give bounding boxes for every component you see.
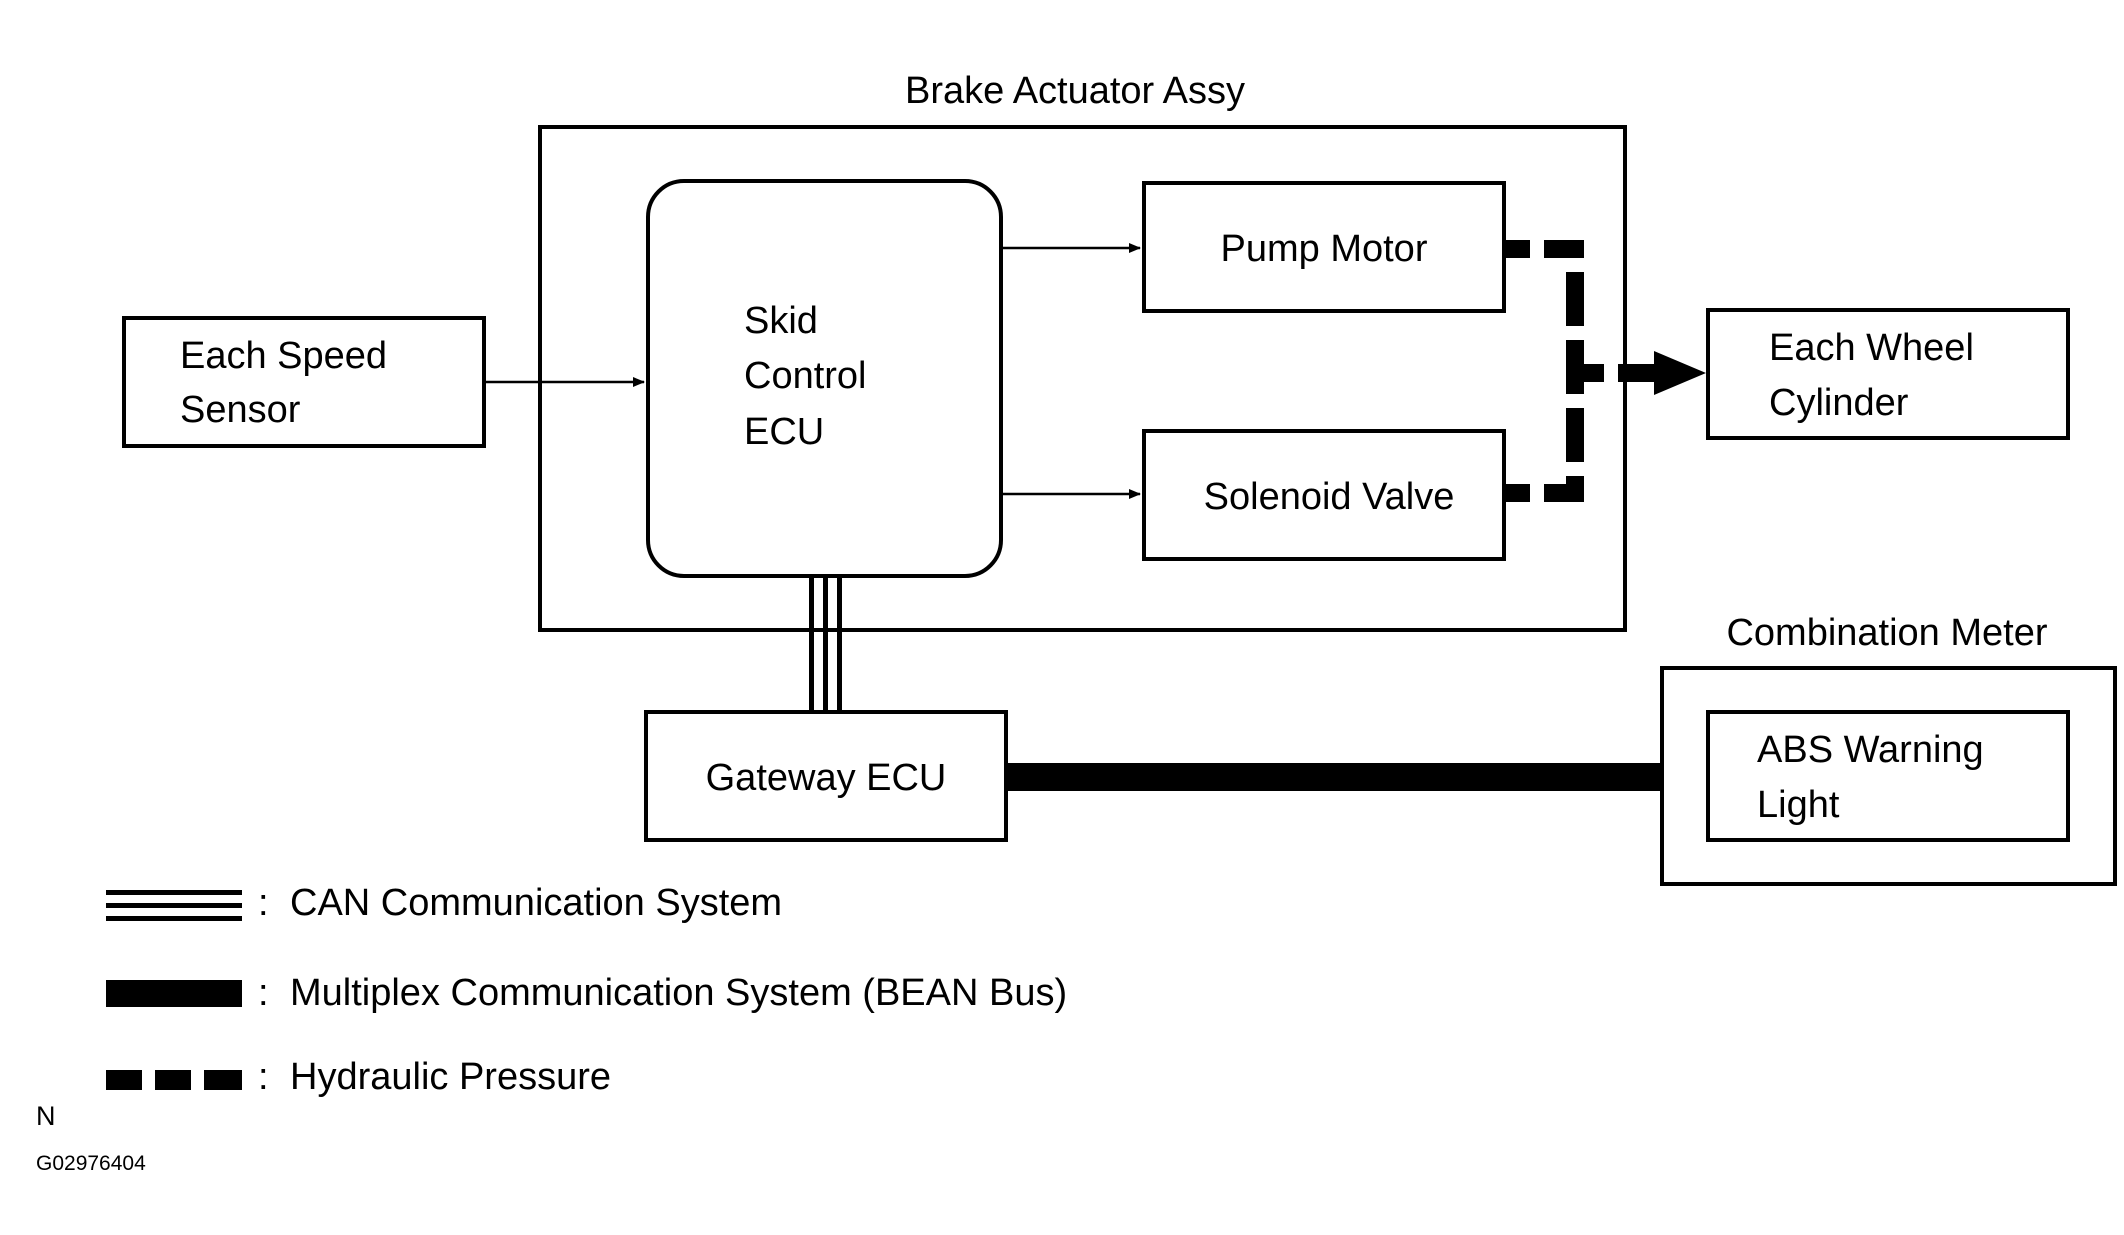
speed-sensor-label-line-2: Sensor <box>180 389 301 431</box>
skid-ecu-label-line-1: Skid <box>744 300 818 342</box>
legend-label-can: CAN Communication System <box>290 882 782 924</box>
legend-symbol-thick-line <box>106 980 242 1007</box>
legend-label-bean: Multiplex Communication System (BEAN Bus… <box>290 972 1067 1014</box>
skid-control-ecu-block: Skid Control ECU <box>646 179 1003 578</box>
footer-code: G02976404 <box>36 1152 146 1175</box>
pump-motor-label: Pump Motor <box>1221 228 1428 270</box>
legend-symbol-dashed-line <box>106 1070 242 1090</box>
can-bus-link <box>809 576 842 712</box>
gateway-ecu-block: Gateway ECU <box>644 710 1008 842</box>
legend-symbol-triple-line <box>106 890 242 921</box>
actuator-assy-title: Brake Actuator Assy <box>905 70 1245 112</box>
actuator-assy-frame <box>538 125 1627 632</box>
combination-meter-title: Combination Meter <box>1726 612 2047 654</box>
solenoid-valve-block: Solenoid Valve <box>1142 429 1506 561</box>
wheel-cylinder-box <box>1706 308 2070 440</box>
wheel-cylinder-label-line-2: Cylinder <box>1769 382 1909 424</box>
legend-item-can: : CAN Communication System <box>106 882 782 924</box>
abs-warning-light-block: ABS Warning Light <box>1706 710 2070 842</box>
skid-ecu-label-line-3: ECU <box>744 411 824 453</box>
wheel-cylinder-block: Each Wheel Cylinder <box>1706 308 2070 440</box>
abs-light-label-line-2: Light <box>1757 784 1840 826</box>
legend-label-hydraulic: Hydraulic Pressure <box>290 1056 611 1098</box>
legend-separator: : <box>258 882 269 924</box>
speed-sensor-label-line-1: Each Speed <box>180 335 387 377</box>
legend-item-hydraulic: : Hydraulic Pressure <box>106 1056 611 1098</box>
footer-mark: N <box>36 1101 56 1131</box>
legend-separator: : <box>258 1056 269 1098</box>
bean-bus-link <box>1006 763 1662 791</box>
abs-warning-light-box <box>1706 710 2070 842</box>
gateway-ecu-label: Gateway ECU <box>706 757 947 799</box>
hydraulic-pressure-path <box>1504 240 1706 502</box>
solenoid-valve-label: Solenoid Valve <box>1204 476 1455 518</box>
legend: : CAN Communication System : Multiplex C… <box>106 882 1067 1098</box>
abs-light-label-line-1: ABS Warning <box>1757 729 1984 771</box>
legend-item-bean: : Multiplex Communication System (BEAN B… <box>106 972 1067 1014</box>
pump-motor-block: Pump Motor <box>1142 181 1506 313</box>
wheel-cylinder-label-line-1: Each Wheel <box>1769 327 1974 369</box>
skid-ecu-label-line-2: Control <box>744 355 867 397</box>
legend-separator: : <box>258 972 269 1014</box>
speed-sensor-block: Each Speed Sensor <box>122 316 486 448</box>
combination-meter-frame <box>1660 666 2117 886</box>
